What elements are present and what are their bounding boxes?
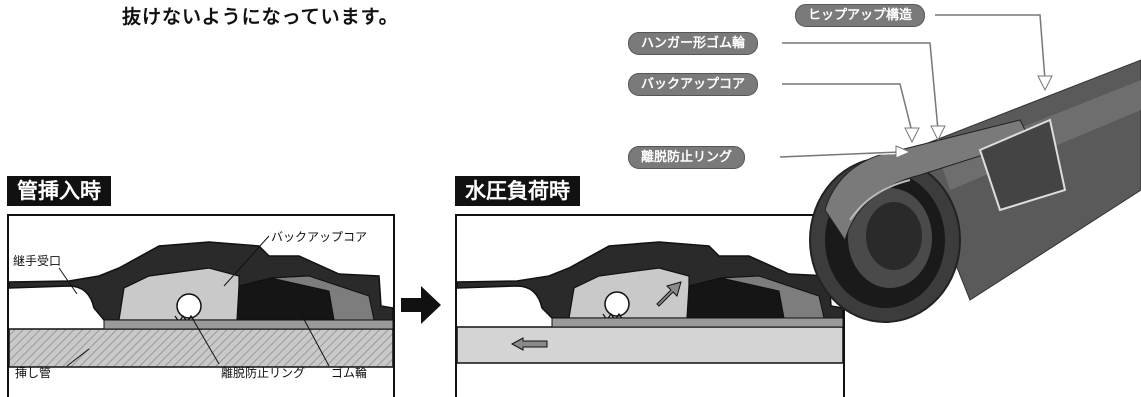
pressure-diagram [457, 241, 843, 364]
callout-retaining-ring: 離脱防止リング [628, 146, 746, 169]
right-arrow-icon [401, 286, 441, 324]
label-gasket: ゴム輪 [331, 366, 368, 380]
insertion-cross-section: 継手受口 バックアップコア 挿し管 離脱防止リング ゴム輪 [7, 214, 395, 397]
label-receiver: 継手受口 [13, 254, 62, 268]
panel-title-pressure: 水圧負荷時 [455, 176, 580, 206]
label-retaining-ring: 離脱防止リング [221, 366, 306, 380]
pipe-illustration [809, 59, 1141, 323]
pressure-cross-section [455, 214, 845, 397]
label-backup-core: バックアップコア [271, 230, 368, 244]
label-spigot: 挿し管 [15, 366, 52, 380]
panel-title-insertion: 管挿入時 [7, 176, 111, 206]
callout-backup-core: バックアップコア [628, 73, 759, 96]
intro-text: 抜けないようになっています。 [122, 6, 399, 28]
insertion-diagram [9, 235, 393, 368]
callout-hip-up: ヒップアップ構造 [795, 4, 926, 27]
callout-hanger-gasket: ハンガー形ゴム輪 [628, 32, 759, 55]
